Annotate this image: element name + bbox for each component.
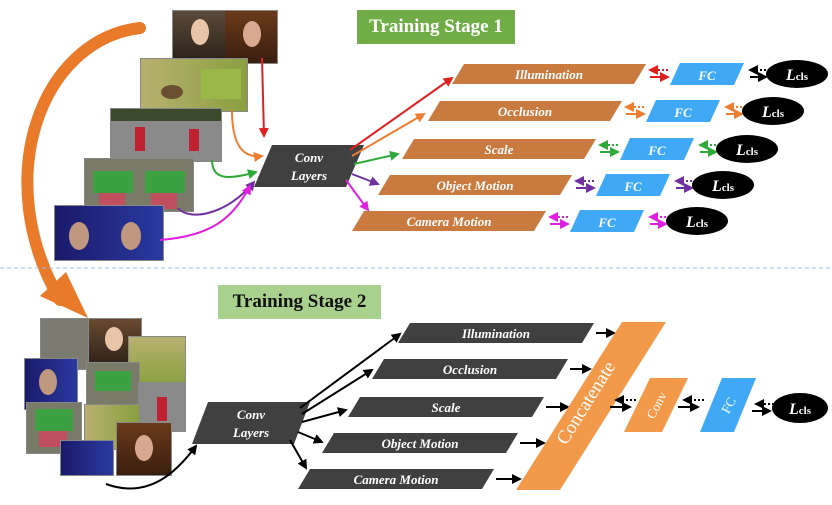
s2-branch-occlusion-label: Occlusion (443, 362, 497, 377)
s1-branch-scale-label: Scale (485, 142, 514, 157)
s1-arrows-fc-loss-object-motion (674, 176, 694, 193)
stage-transition-arrow (21, 22, 146, 306)
stage2-frame-4 (24, 358, 78, 410)
s1-branch-scale (402, 139, 596, 159)
s1-fc-object-motion-label: FC (623, 179, 642, 194)
s1-conv-layers-box (254, 145, 364, 187)
stage2-title-badge: Training Stage 2 (218, 285, 381, 319)
s1-arrows-fc-loss-illumination (748, 65, 768, 82)
stage2-frame-7 (26, 402, 82, 454)
s1-arrow-to-scale (353, 150, 400, 165)
s1-fc-illumination-label: FC (697, 68, 716, 83)
s1-arrows-fc-loss-occlusion (724, 102, 744, 119)
s1-branch-camera-motion-label: Camera Motion (407, 214, 492, 229)
s1-branch-object-motion-label: Object Motion (437, 178, 514, 193)
s2-arrows-fc-loss (752, 399, 774, 416)
s2-conv-layers-box (192, 402, 310, 444)
stage1-title: Training Stage 1 (369, 16, 503, 37)
stage2-frame-10 (116, 422, 172, 476)
s1-arrows-branch-fc-scale (598, 140, 620, 157)
s1-arrows-branch-fc-occlusion (624, 102, 646, 119)
s2-arrow-to-occlusion (301, 368, 374, 415)
s2-arrow-to-scale (301, 407, 348, 423)
stage-transition-arrowhead (40, 272, 88, 318)
svg-text:Lcls: Lcls (785, 67, 809, 84)
s1-branch-illumination (452, 64, 646, 84)
stage1-scale-frames (110, 108, 222, 162)
stage2-title: Training Stage 2 (232, 291, 367, 312)
s2-input-arrow (105, 444, 198, 490)
s2-arrows-concat-conv (610, 395, 636, 412)
stage1-camera-motion-frames (54, 205, 164, 261)
s1-fc-scale-label: FC (647, 143, 666, 158)
s1-branch-illumination-label: Illumination (514, 67, 583, 82)
s1-branch-camera-motion (352, 211, 546, 231)
s2-arrow-to-camera-motion (289, 439, 307, 470)
svg-text:Lcls: Lcls (711, 178, 735, 195)
svg-text:Lcls: Lcls (735, 142, 759, 159)
s2-branch-scale-label: Scale (432, 400, 461, 415)
s1-arrow-to-occlusion (351, 112, 426, 157)
s1-arrows-branch-fc-camera-motion (548, 212, 570, 229)
s1-input-arrow-occlusion (231, 109, 264, 162)
s2-arrow-to-object-motion (297, 431, 324, 444)
s1-arrow-to-illumination (349, 76, 454, 151)
s1-fc-camera-motion-label: FC (597, 215, 616, 230)
s2-concatenate-box (516, 322, 666, 490)
s2-fc-label: FC (718, 395, 739, 416)
s1-arrows-branch-fc-object-motion (574, 176, 596, 193)
s1-fc-camera-motion (570, 210, 644, 232)
s1-loss-illumination: Lcls (766, 60, 828, 88)
s2-branch-camera-motion-label: Camera Motion (354, 472, 439, 487)
s1-branch-occlusion-label: Occlusion (498, 104, 552, 119)
svg-text:Lcls: Lcls (685, 214, 709, 231)
stage1-title-badge: Training Stage 1 (357, 10, 515, 44)
s1-loss-occlusion: Lcls (742, 97, 804, 125)
stage2-frame-9 (60, 440, 114, 476)
s2-conv-layers-line2: Layers (232, 425, 269, 440)
s1-arrow-to-object-motion (351, 173, 380, 186)
s2-branch-camera-motion (298, 469, 494, 489)
s2-conv-layers-line1: Conv (237, 407, 265, 422)
s1-input-arrow-camera-motion (159, 184, 251, 241)
s1-loss-camera-motion: Lcls (666, 207, 728, 235)
s1-fc-illumination (670, 63, 744, 85)
svg-text:Lcls: Lcls (761, 104, 785, 121)
s2-branch-illumination (398, 323, 594, 343)
s2-branch-illumination-label: Illumination (461, 326, 530, 341)
stage1-occlusion-frames (140, 58, 248, 112)
svg-text:Lcls: Lcls (788, 401, 812, 418)
s1-input-arrow-scale (211, 159, 258, 180)
s1-fc-object-motion (596, 174, 670, 196)
s1-fc-occlusion-label: FC (673, 105, 692, 120)
s2-branch-occlusion (372, 359, 568, 379)
s1-branch-object-motion (378, 175, 572, 195)
s1-loss-object-motion: Lcls (692, 171, 754, 199)
s1-fc-occlusion (646, 100, 720, 122)
s1-arrow-to-camera-motion (345, 179, 370, 212)
s1-arrows-branch-fc-illumination (648, 65, 670, 82)
s1-loss-scale: Lcls (716, 135, 778, 163)
s1-arrows-fc-loss-scale (698, 140, 718, 157)
s1-conv-layers-line1: Conv (295, 150, 323, 165)
s1-arrows-fc-loss-camera-motion (648, 212, 668, 229)
stage2-frame-5 (86, 362, 140, 412)
s1-fc-scale (620, 138, 694, 160)
s2-fc-box (700, 378, 756, 432)
s2-branch-scale (348, 397, 544, 417)
s2-branch-object-motion-label: Object Motion (382, 436, 459, 451)
s1-input-arrow-illumination (258, 57, 269, 138)
s1-branch-occlusion (428, 101, 622, 121)
s1-conv-layers-line2: Layers (290, 168, 327, 183)
s2-arrows-conv-fc (678, 395, 704, 412)
s2-loss: Lcls (772, 393, 828, 423)
s2-arrow-to-illumination (299, 332, 402, 409)
s2-conv-box (624, 378, 688, 432)
s2-branch-object-motion (322, 433, 518, 453)
